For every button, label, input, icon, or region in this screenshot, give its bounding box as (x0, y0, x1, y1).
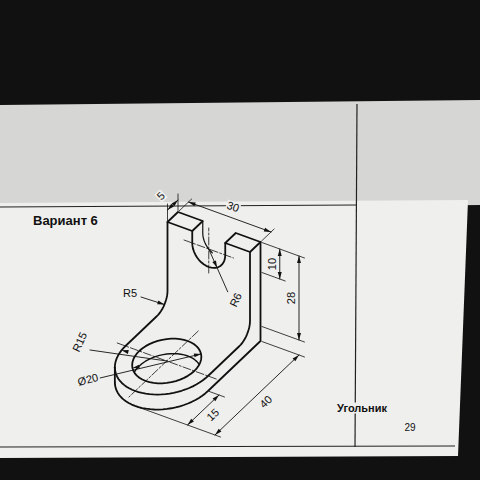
dimension-label: 40 (257, 393, 275, 411)
prong-top (225, 233, 260, 252)
arrowhead (132, 365, 139, 369)
arrowhead (264, 228, 271, 232)
paper-sheet (0, 200, 468, 458)
dimension-line (168, 200, 179, 210)
extension-line (178, 194, 179, 211)
dimension-line (215, 355, 299, 435)
bracket-isometric (90, 194, 305, 437)
arrowhead (194, 353, 201, 357)
dimension-label: R5 (122, 288, 138, 299)
extension-line (167, 204, 168, 221)
extension-line (179, 199, 192, 211)
slot-back-edge (203, 221, 213, 253)
leader-line (100, 354, 201, 378)
arrowhead (293, 355, 299, 361)
arrowhead (212, 260, 217, 267)
dimension-label: Ø20 (76, 372, 101, 389)
extension-line (262, 327, 305, 343)
arrowhead (122, 350, 129, 354)
dimension-label: 15 (204, 406, 222, 424)
leader-line (209, 249, 228, 292)
dimension-label: R6 (228, 290, 245, 309)
leader-line (141, 297, 164, 305)
dimension-line (299, 256, 300, 340)
arrowhead (188, 419, 194, 425)
dimension-label: 5 (154, 189, 167, 203)
dimension-label: R15 (70, 330, 89, 355)
arrowhead (297, 256, 301, 263)
leader-line (90, 350, 167, 361)
arrowhead (278, 249, 282, 256)
arrowhead (297, 333, 301, 340)
part-name: Угольник (336, 403, 388, 414)
arrowhead (213, 395, 219, 401)
dimension-label: 28 (286, 291, 297, 305)
extension-line (262, 273, 285, 282)
arrowhead (278, 272, 282, 279)
dimension-label: 10 (267, 257, 278, 271)
center-line (129, 331, 198, 397)
part-outline (115, 222, 250, 395)
sheet-frame (0, 104, 455, 447)
arrowhead (157, 300, 164, 304)
arrowhead (189, 202, 196, 206)
dimension-label: 30 (224, 199, 241, 214)
arrowhead (168, 204, 174, 210)
variant-title: Вариант 6 (32, 214, 99, 227)
prong-top (168, 212, 203, 231)
side-face-edge (115, 242, 261, 410)
extension-line (262, 243, 305, 259)
arrowhead (215, 429, 221, 435)
extension-line (262, 342, 305, 358)
page-number: 29 (403, 423, 416, 433)
paper-top (0, 100, 480, 210)
